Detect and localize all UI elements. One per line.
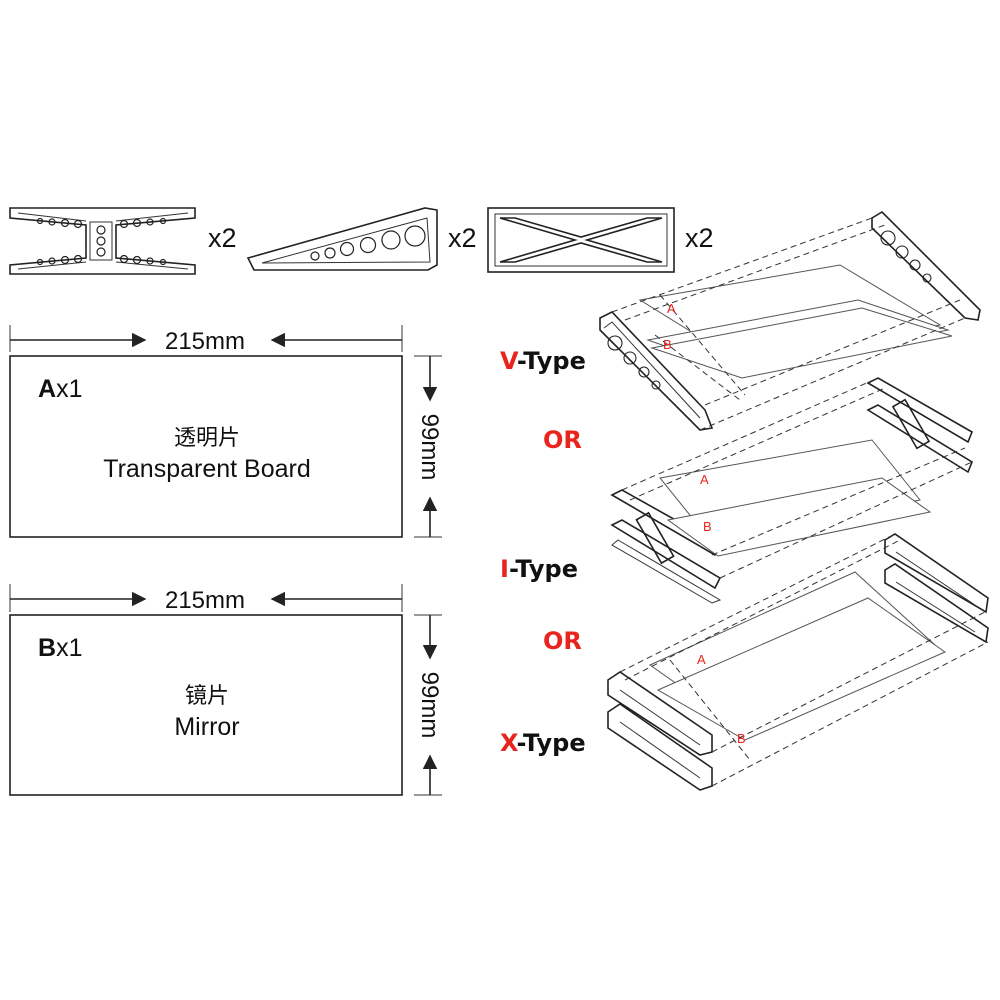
- board-b: [9, 614, 403, 796]
- board-a-count: x1: [56, 375, 82, 403]
- v-sheet-b-label: B: [663, 337, 672, 352]
- i-type-label: I-Type: [500, 555, 578, 583]
- v-sheet-a-label: A: [667, 301, 676, 316]
- board-b-height-label: 99mm: [416, 672, 443, 739]
- v-type-suffix: -Type: [517, 347, 586, 375]
- board-b-width-label: 215mm: [165, 587, 245, 614]
- part-i-frame: [9, 207, 196, 275]
- i-sheet-b-label: B: [703, 519, 712, 534]
- board-a-width-label: 215mm: [165, 328, 245, 355]
- board-b-count: x1: [56, 634, 82, 662]
- x-type-suffix: -Type: [517, 729, 586, 757]
- board-a: [9, 355, 403, 538]
- board-a-cn-label: 透明片: [174, 426, 240, 451]
- or-label-1: OR: [543, 426, 582, 454]
- board-b-width-dimension: [9, 584, 403, 612]
- i-type-prefix: I: [500, 555, 509, 583]
- board-a-height-dimension: [414, 355, 442, 538]
- board-b-letter: B: [38, 634, 56, 662]
- x-type-label: X-Type: [500, 729, 586, 757]
- x-type-assembly: [607, 533, 989, 791]
- board-a-letter: A: [38, 375, 56, 403]
- part-x-qty: x2: [685, 223, 714, 253]
- board-b-en-label: Mirror: [174, 713, 239, 741]
- x-sheet-b-label: B: [737, 731, 746, 746]
- board-a-en-label: Transparent Board: [103, 455, 311, 483]
- part-v-qty: x2: [448, 223, 477, 253]
- i-type-assembly: [610, 377, 974, 604]
- part-v-frame: [246, 207, 438, 271]
- part-i-qty: x2: [208, 223, 237, 253]
- board-a-width-dimension: [9, 325, 403, 352]
- or-label-2: OR: [543, 627, 582, 655]
- board-b-height-dimension: [414, 614, 442, 796]
- v-type-prefix: V: [500, 347, 519, 375]
- v-type-label: V-Type: [500, 347, 586, 375]
- board-a-id: Ax1: [38, 375, 82, 403]
- i-type-suffix: -Type: [509, 555, 578, 583]
- part-x-frame: [487, 207, 675, 273]
- board-a-height-label: 99mm: [416, 414, 443, 481]
- board-b-cn-label: 镜片: [185, 684, 229, 709]
- board-b-id: Bx1: [38, 634, 82, 662]
- x-sheet-a-label: A: [697, 652, 706, 667]
- v-type-assembly: [599, 210, 981, 431]
- i-sheet-a-label: A: [700, 472, 709, 487]
- x-type-prefix: X: [500, 729, 519, 757]
